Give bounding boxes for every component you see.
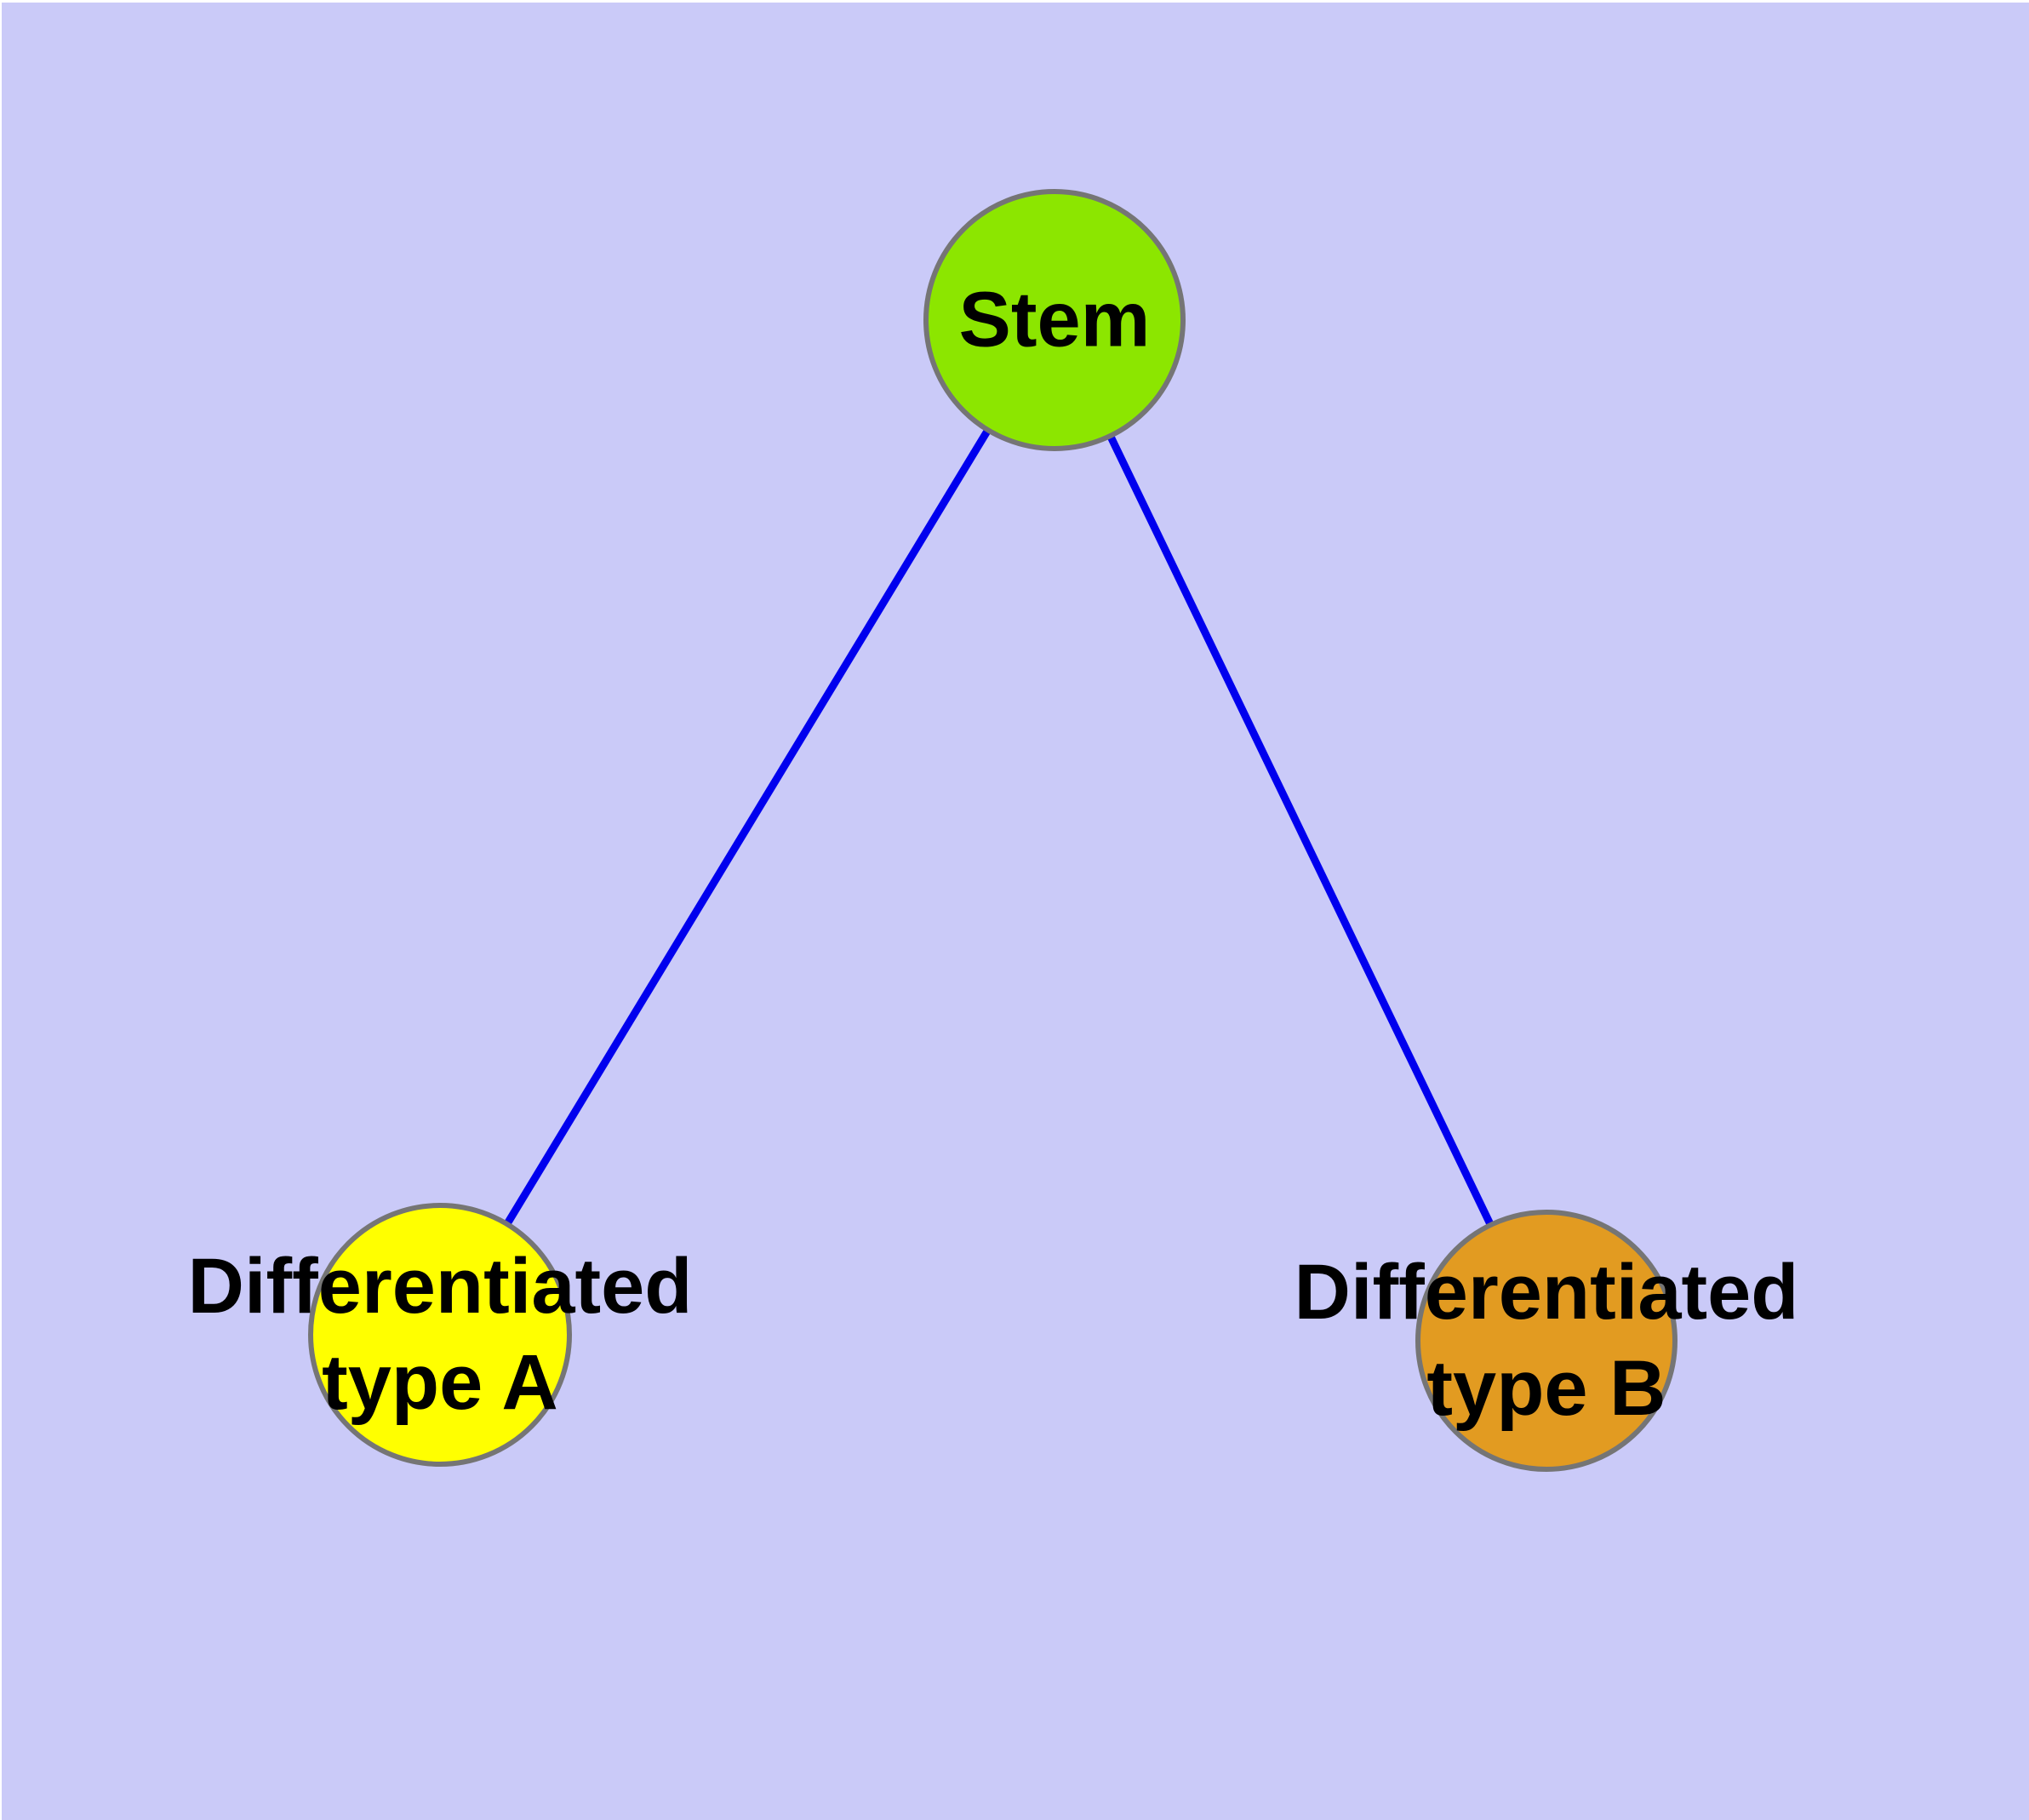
- graph-layer: [308, 189, 1677, 1472]
- edge-stem-to-differentiated-type-a: [437, 318, 1058, 1337]
- edge-stem-to-differentiated-type-b: [1050, 318, 1551, 1342]
- node-circle-stem: [923, 189, 1186, 451]
- node-circle-differentiated-type-a: [308, 1203, 572, 1467]
- node-circle-differentiated-type-b: [1415, 1210, 1677, 1472]
